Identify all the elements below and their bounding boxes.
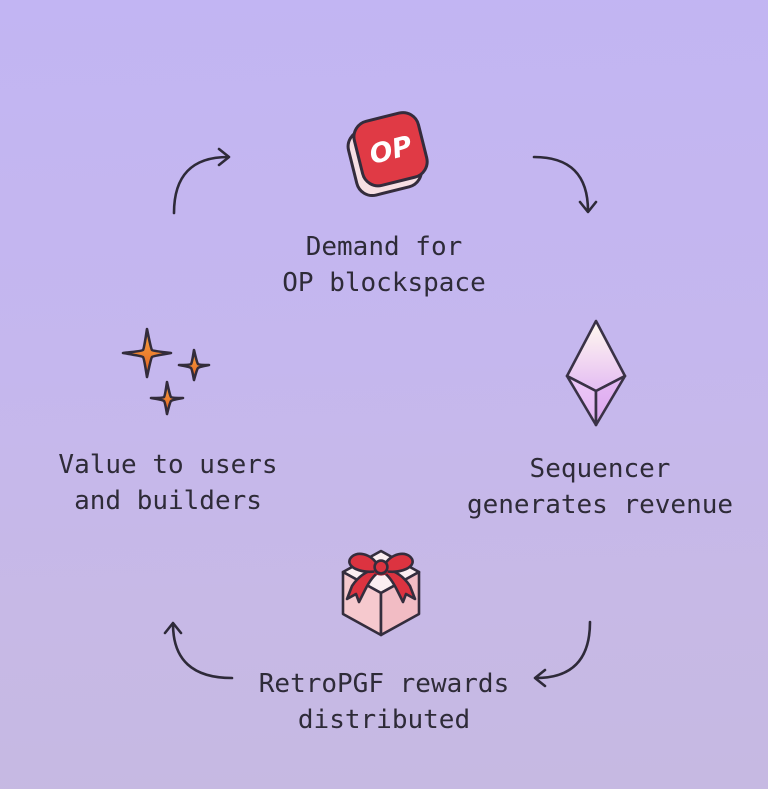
demand-label-line2: OP blockspace <box>282 268 486 298</box>
rewards-label-line1: RetroPGF rewards <box>258 669 510 699</box>
value-label: Value to users and builders <box>18 447 318 519</box>
value-label-line2: and builders <box>74 486 262 516</box>
gift-icon <box>330 541 430 641</box>
demand-label: Demand for OP blockspace <box>224 229 544 301</box>
arrow-value-to-demand <box>172 147 231 215</box>
demand-label-line1: Demand for <box>305 232 463 262</box>
op-token-icon: OP <box>334 106 434 206</box>
rewards-label-line2: distributed <box>297 705 471 735</box>
sequencer-label-line1: Sequencer <box>529 454 671 484</box>
rewards-label: RetroPGF rewards distributed <box>224 666 544 738</box>
crystal-icon <box>563 317 629 429</box>
arrow-rewards-to-value <box>163 621 234 680</box>
value-label-line1: Value to users <box>58 450 278 480</box>
arrow-demand-to-sequencer <box>532 155 598 214</box>
arrow-sequencer-to-rewards <box>533 620 592 688</box>
sequencer-label-line2: generates revenue <box>466 490 734 520</box>
sparkles-icon <box>120 325 220 425</box>
sequencer-label: Sequencer generates revenue <box>440 451 760 523</box>
